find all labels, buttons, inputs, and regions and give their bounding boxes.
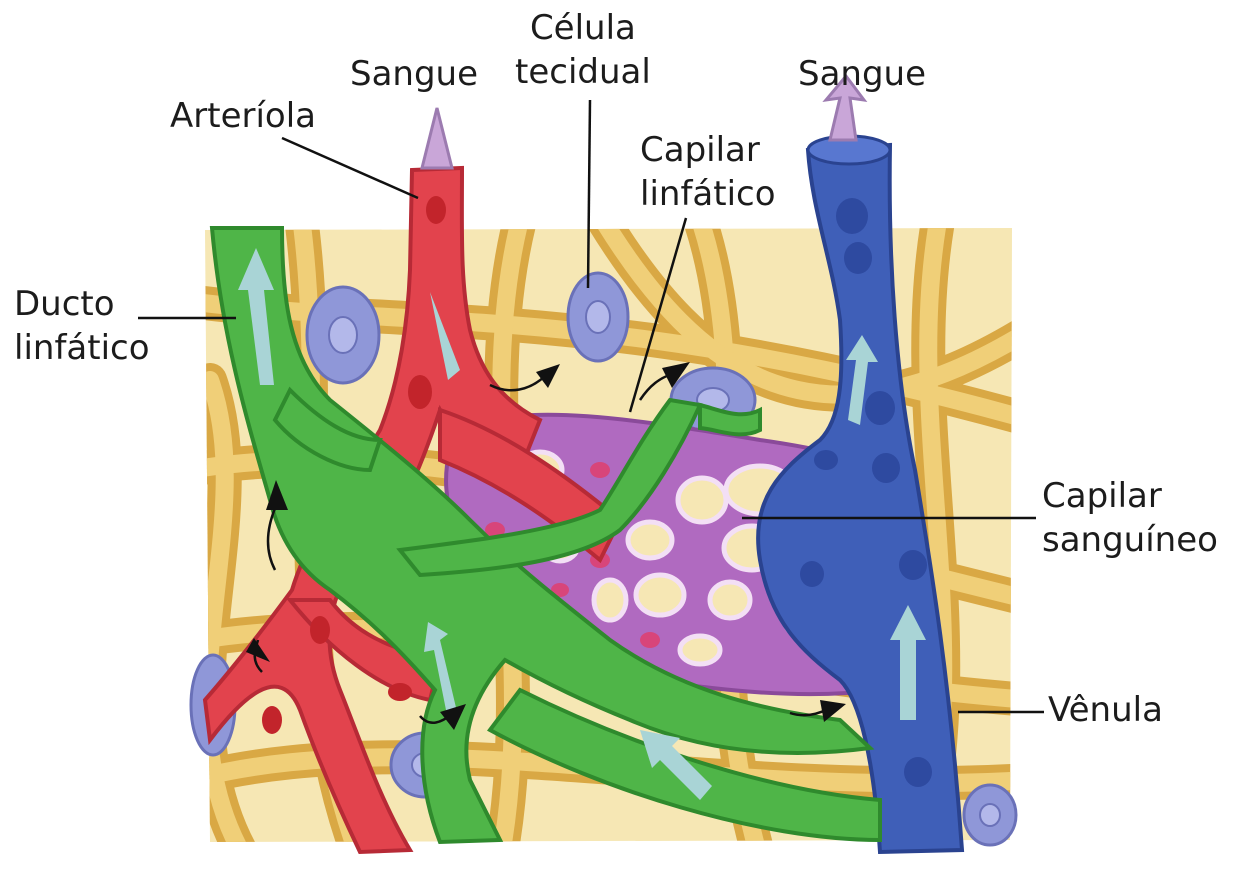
label-capilar-linfatico-line2: linfático (640, 174, 776, 214)
tissue-cell (568, 273, 628, 361)
leader-arteriola (282, 138, 418, 198)
label-ducto-linfatico: Ducto linfático (14, 284, 150, 368)
label-capilar-sanguineo-line2: sanguíneo (1042, 520, 1218, 560)
label-venula: Vênula (1048, 690, 1163, 730)
label-celula-tecidual: Célula tecidual (515, 8, 651, 92)
label-arteriola: Arteríola (170, 96, 316, 136)
label-capilar-sanguineo-line1: Capilar (1042, 476, 1218, 516)
tissue-cell (307, 287, 379, 383)
label-capilar-linfatico: Capilar linfático (640, 130, 776, 214)
label-celula-line2: tecidual (515, 52, 651, 92)
label-capilar-linfatico-line1: Capilar (640, 130, 776, 170)
label-sangue-right: Sangue (798, 54, 926, 94)
tissue-cell (964, 785, 1016, 845)
label-capilar-sanguineo: Capilar sanguíneo (1042, 476, 1218, 560)
label-ducto-line1: Ducto (14, 284, 150, 324)
label-sangue-left: Sangue (350, 54, 478, 94)
label-celula-line1: Célula (515, 8, 651, 48)
label-ducto-line2: linfático (14, 328, 150, 368)
